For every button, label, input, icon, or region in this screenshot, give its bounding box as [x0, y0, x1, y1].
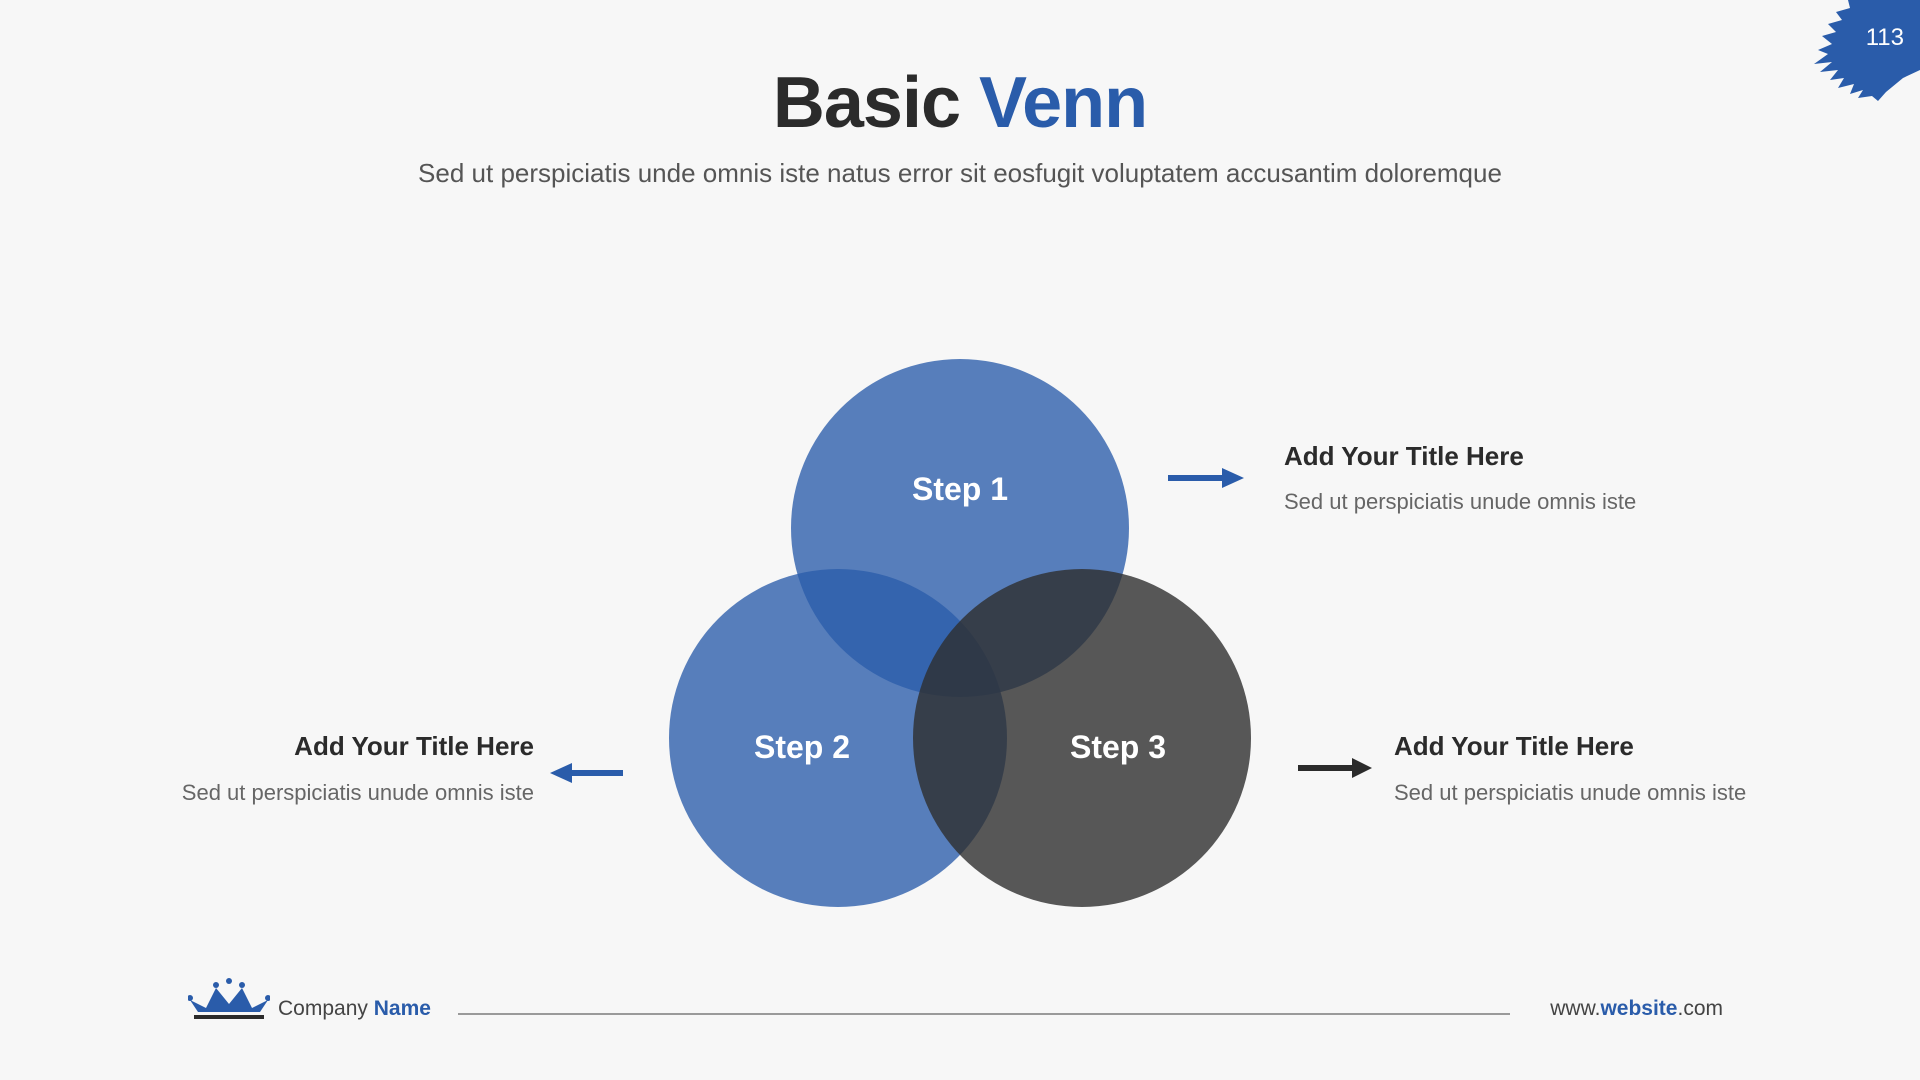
venn-label-step3: Step 3: [1070, 729, 1166, 765]
page-number-badge: 113: [1808, 0, 1920, 104]
page-title: Basic Venn: [0, 62, 1920, 144]
page-subtitle: Sed ut perspiciatis unde omnis iste natu…: [418, 158, 1502, 188]
website-prefix: www.: [1550, 997, 1601, 1020]
page-number: 113: [1865, 24, 1904, 51]
info-desc-bottom-right: Sed ut perspiciatis unude omnis iste: [1394, 780, 1747, 805]
brush-stroke-icon: [1814, 0, 1920, 101]
company-prefix: Company: [278, 997, 368, 1020]
info-desc-left: Sed ut perspiciatis unude omnis iste: [181, 780, 534, 805]
company-name: Company Name: [278, 997, 431, 1021]
website-accent: website: [1600, 997, 1678, 1020]
company-accent: Name: [373, 997, 431, 1020]
info-desc-top-right: Sed ut perspiciatis unude omnis iste: [1284, 489, 1637, 514]
title-accent: Venn: [979, 63, 1148, 143]
venn-label-step1: Step 1: [912, 471, 1008, 507]
footer-divider: [458, 1013, 1510, 1015]
arrow-right-icon: [1298, 758, 1372, 778]
info-title-top-right: Add Your Title Here: [1284, 441, 1524, 471]
venn-circle-step2: [669, 569, 1007, 907]
info-title-left: Add Your Title Here: [294, 731, 534, 761]
venn-circle-step3: [913, 569, 1251, 907]
website-link[interactable]: www.website.com: [1550, 997, 1723, 1021]
crown-icon: [188, 978, 270, 1019]
arrow-right-icon: [1168, 468, 1244, 488]
website-suffix: .com: [1677, 997, 1723, 1020]
venn-label-step2: Step 2: [754, 729, 850, 765]
arrow-left-icon: [550, 763, 623, 783]
title-main: Basic: [772, 63, 961, 143]
info-title-bottom-right: Add Your Title Here: [1394, 731, 1634, 761]
